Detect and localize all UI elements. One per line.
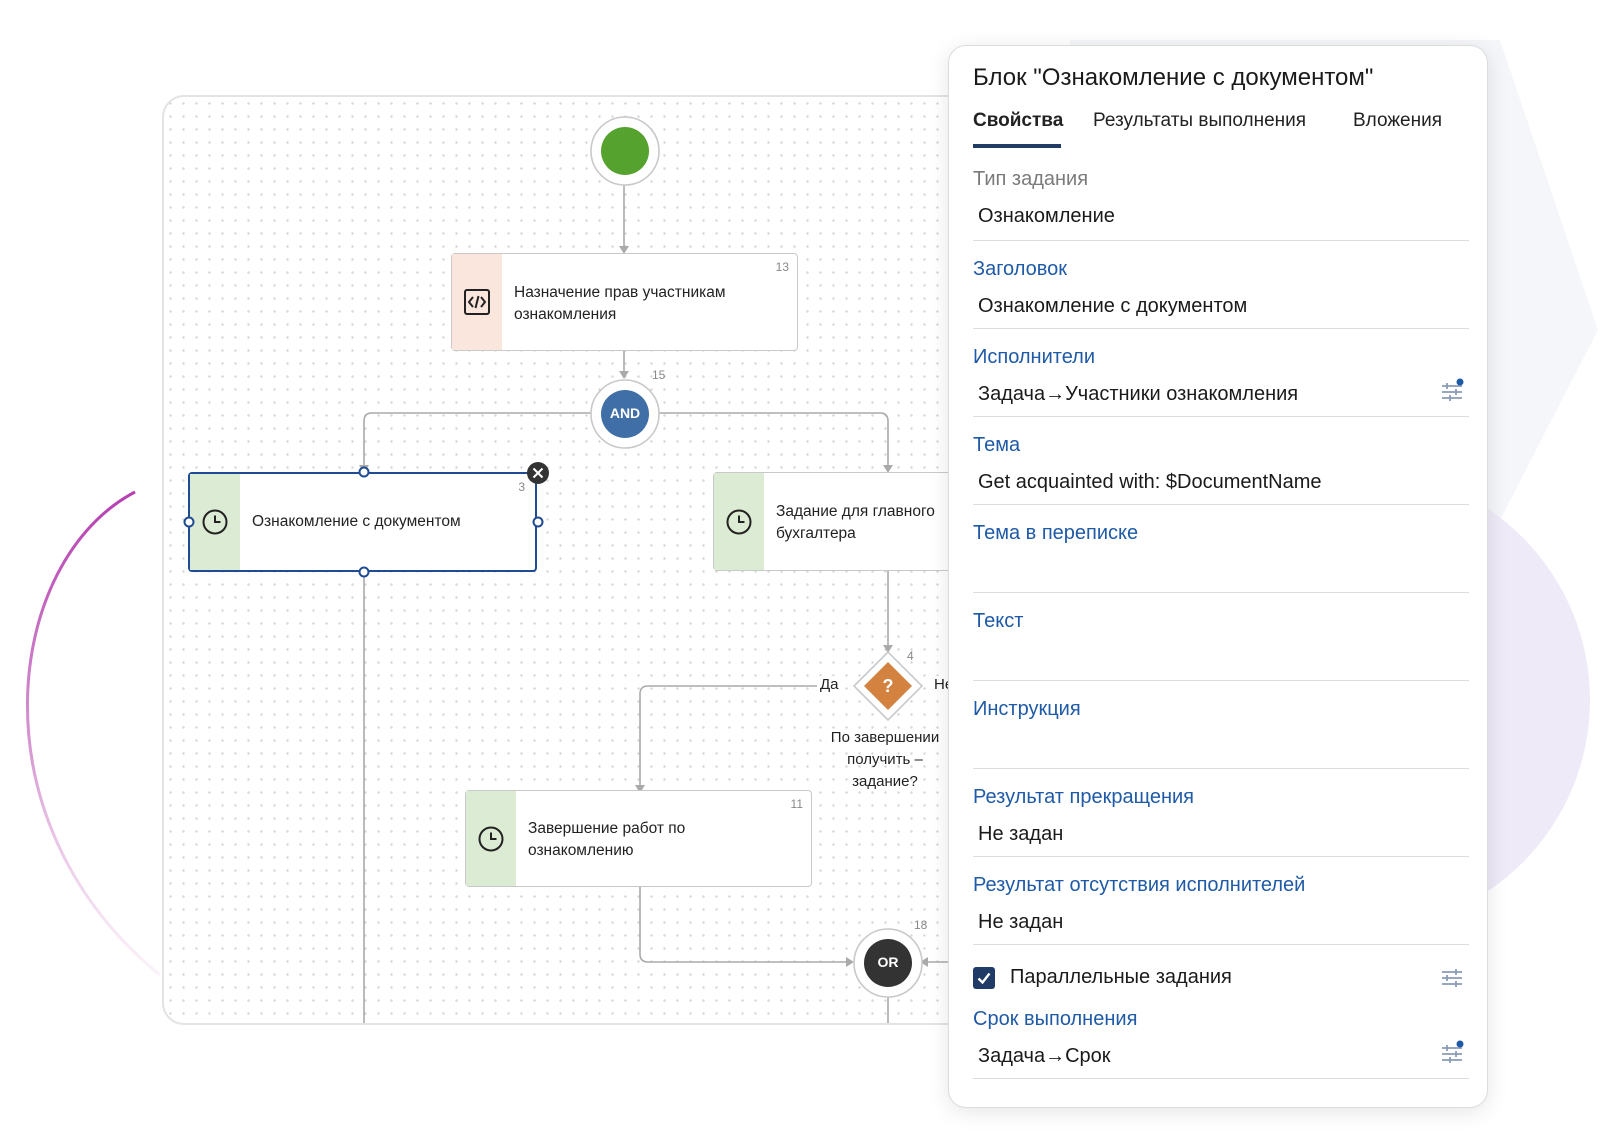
node-label: Завершение работ по ознакомлению (528, 818, 793, 862)
field-value: Не задан (978, 823, 1064, 845)
selection-handles[interactable] (178, 463, 550, 585)
panel-tabs: Свойства Результаты выполнения Вложения (973, 110, 1463, 156)
node-label: Назначение прав участникам ознакомления (514, 282, 779, 326)
field-label: Инструкция (973, 698, 1081, 720)
clock-icon (478, 826, 504, 851)
delete-node-icon[interactable] (526, 461, 550, 485)
task-stripe (714, 473, 764, 570)
node-label: Задание для главного бухгалтера (776, 501, 994, 545)
and-gateway[interactable] (589, 378, 661, 450)
node-label-line: Задание для главного (776, 503, 935, 520)
and-gateway-label: AND (609, 405, 641, 421)
and-gateway-number: 15 (652, 368, 666, 382)
or-gateway[interactable] (852, 927, 924, 999)
task-stripe (190, 474, 240, 570)
clock-icon (202, 509, 228, 535)
field-label: Текст (973, 610, 1024, 632)
condition-number: 4 (907, 649, 914, 663)
node-label: Ознакомление с документом (252, 513, 461, 530)
field-underline (973, 680, 1469, 681)
code-icon (464, 289, 490, 315)
active-tab-indicator (973, 144, 1061, 148)
field-label: Исполнители (973, 346, 1096, 368)
field-value: Ознакомление с документом (978, 295, 1248, 317)
field-label: Тема в переписке (973, 522, 1139, 544)
field-label: Срок выполнения (973, 1008, 1138, 1030)
node-number: 3 (518, 480, 525, 494)
field-underline (973, 240, 1469, 241)
parallel-tasks-label: Параллельные задания (1010, 966, 1232, 988)
node-label-line: Завершение работ по (528, 820, 686, 837)
field-underline (973, 328, 1469, 329)
condition-text-line: получить – (847, 751, 923, 768)
field-underline (973, 856, 1469, 857)
process-flow: 13 Назначение прав участникам ознакомлен… (164, 97, 1160, 1023)
field-label: Заголовок (973, 258, 1068, 280)
condition-text-line: задание? (852, 773, 918, 790)
field-underline (973, 1078, 1469, 1079)
settings-sliders-icon[interactable] (1439, 378, 1465, 404)
panel-title: Блок "Ознакомление с документом" (973, 64, 1374, 91)
tab-properties[interactable]: Свойства (973, 110, 1064, 131)
field-value: Задача→Срок (978, 1045, 1111, 1067)
field-performers[interactable]: Исполнители Задача→Участники ознакомлени… (973, 346, 1469, 417)
field-deadline[interactable]: Срок выполнения Задача→Срок (973, 1008, 1469, 1079)
or-gateway-number: 18 (914, 918, 928, 932)
node-label-line: Назначение прав участникам (514, 284, 726, 301)
condition-text-line: По завершении (830, 729, 940, 746)
field-label: Результат прекращения (973, 786, 1194, 808)
condition-gateway[interactable] (848, 650, 928, 722)
settings-sliders-icon[interactable] (1439, 1040, 1465, 1066)
field-value: Задача→Участники ознакомления (978, 383, 1299, 405)
field-label: Результат отсутствия исполнителей (973, 874, 1306, 896)
task-node-familiarization[interactable]: 3 Ознакомление с документом (188, 472, 537, 572)
field-text[interactable]: Текст (973, 610, 1469, 681)
field-underline (973, 592, 1469, 593)
tab-attachments[interactable]: Вложения (1353, 110, 1442, 131)
field-underline (973, 768, 1469, 769)
field-label: Тема (973, 434, 1021, 456)
tab-execution-results[interactable]: Результаты выполнения (1093, 110, 1307, 131)
condition-symbol: ? (882, 676, 894, 696)
condition-yes-label: Да (817, 676, 842, 693)
node-number: 13 (775, 260, 789, 274)
node-label-line: ознакомлению (528, 842, 634, 859)
node-label-line: бухгалтера (776, 525, 856, 542)
node-label-line: ознакомления (514, 306, 617, 323)
connectors (359, 185, 1002, 1023)
parallel-tasks-checkbox[interactable] (973, 967, 995, 989)
task-stripe (466, 791, 516, 886)
field-header[interactable]: Заголовок Ознакомление с документом (973, 258, 1469, 329)
field-no-performers-result[interactable]: Результат отсутствия исполнителей Не зад… (973, 874, 1469, 945)
field-subject[interactable]: Тема Get acquainted with: $DocumentName (973, 434, 1469, 505)
start-event[interactable] (589, 115, 661, 187)
settings-sliders-icon[interactable] (1439, 964, 1465, 990)
field-instruction[interactable]: Инструкция (973, 698, 1469, 769)
task-node-completion[interactable]: 11 Завершение работ по ознакомлению (465, 790, 812, 887)
node-number: 11 (790, 797, 803, 811)
field-abort-result[interactable]: Результат прекращения Не задан (973, 786, 1469, 857)
field-underline (973, 504, 1469, 505)
field-value: Get acquainted with: $DocumentName (978, 471, 1322, 493)
field-task-type[interactable]: Тип задания Ознакомление (973, 168, 1469, 241)
condition-text: По завершении получить – задание? (820, 727, 950, 793)
field-underline (973, 944, 1469, 945)
checkmark-icon (977, 972, 991, 985)
field-thread-subject[interactable]: Тема в переписке (973, 522, 1469, 593)
field-value: Не задан (978, 911, 1064, 933)
field-parallel-tasks: Параллельные задания (973, 962, 1469, 996)
field-value: Ознакомление (978, 205, 1115, 227)
script-stripe (452, 254, 502, 350)
field-underline (973, 416, 1469, 417)
clock-icon (726, 509, 752, 534)
script-node-rights[interactable]: 13 Назначение прав участникам ознакомлен… (451, 253, 798, 351)
properties-panel: Блок "Ознакомление с документом" Свойств… (948, 45, 1488, 1108)
field-label: Тип задания (973, 168, 1089, 190)
or-gateway-label: OR (877, 954, 899, 970)
